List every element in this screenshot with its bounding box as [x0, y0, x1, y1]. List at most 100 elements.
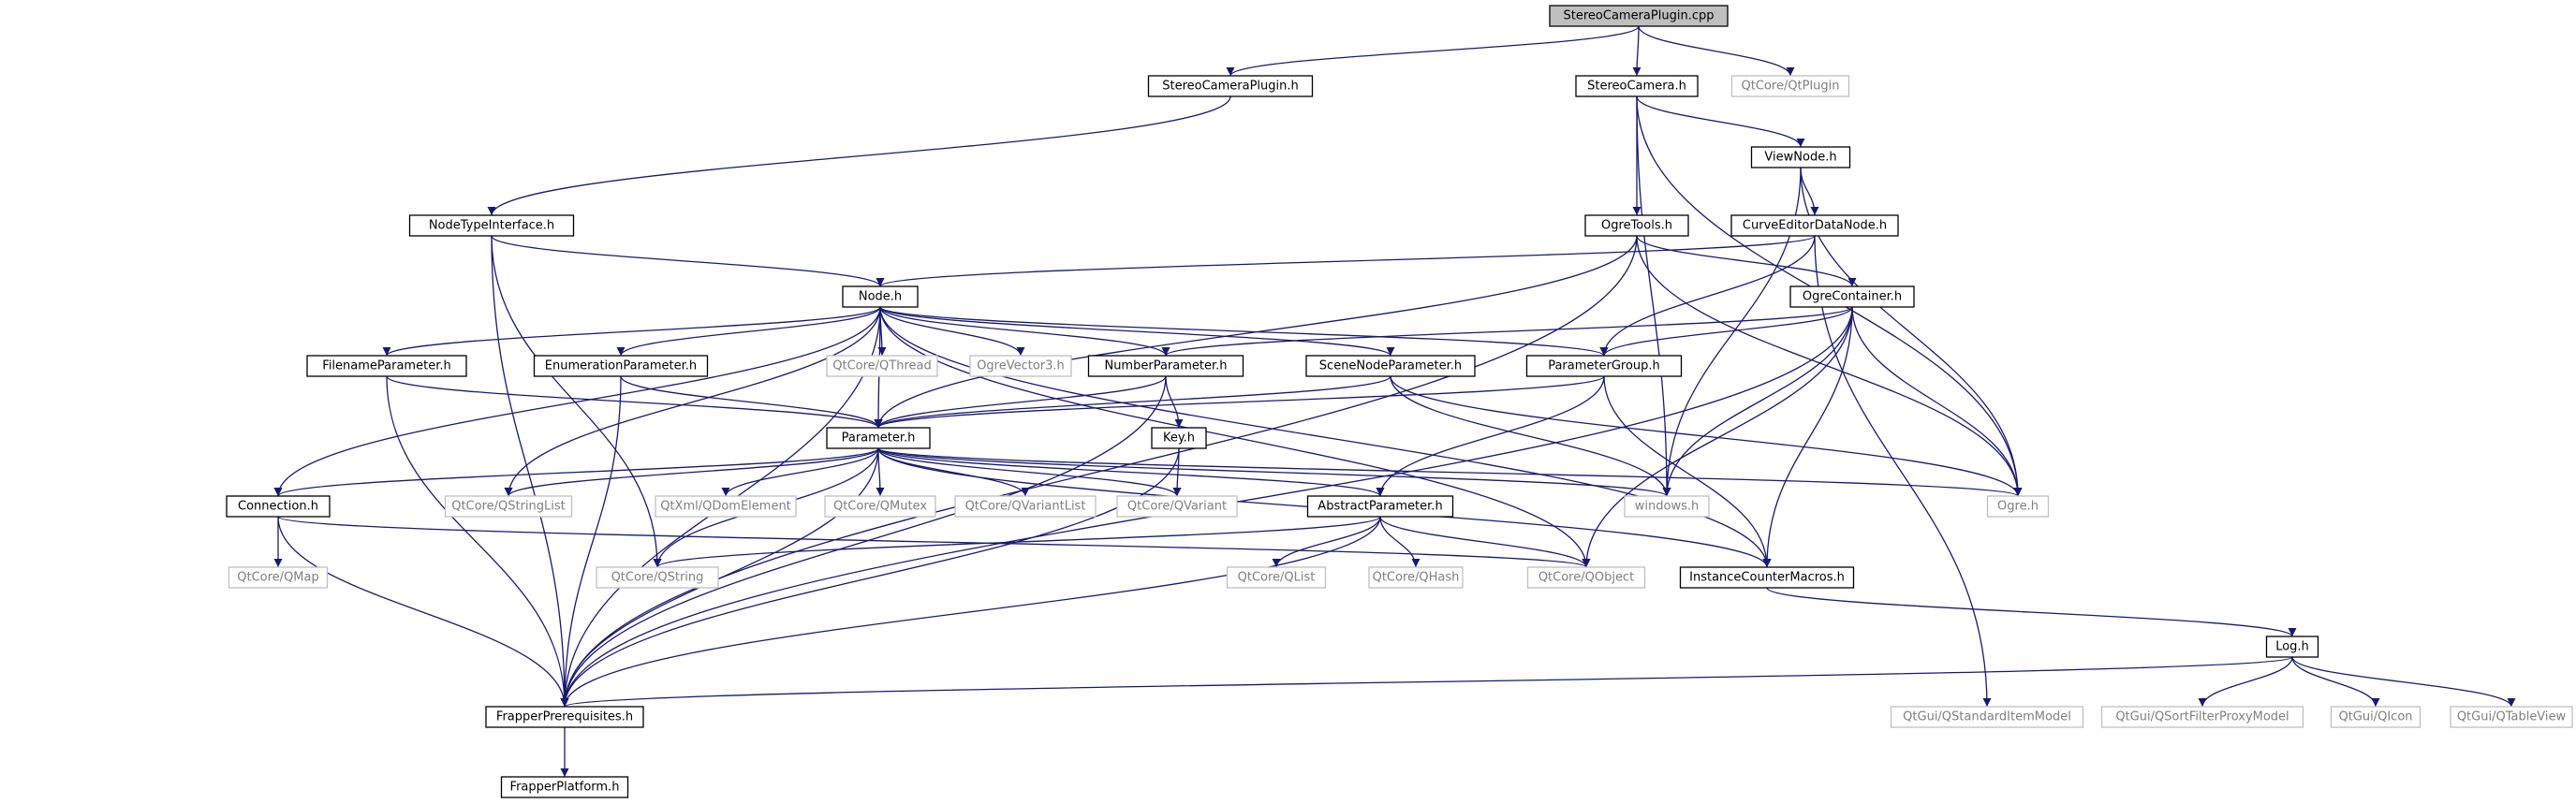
edge-ogrecontainer-to-qobject: [1582, 306, 1853, 568]
node-box: [826, 355, 938, 377]
node-frapperprereq[interactable]: FrapperPrerequisites.h: [485, 706, 644, 728]
node-label: QtCore/QHash: [1373, 571, 1460, 585]
node-paramgroup[interactable]: ParameterGroup.h: [1525, 355, 1683, 377]
edge-enumparam-to-frapperprereq: [560, 375, 622, 708]
node-box: [1986, 495, 2050, 518]
node-qstring[interactable]: QtCore/QString: [596, 566, 719, 589]
edge-root-to-sch: [1632, 25, 1641, 77]
node-enumparam[interactable]: EnumerationParameter.h: [533, 355, 709, 377]
node-filenameparam[interactable]: FilenameParameter.h: [306, 355, 467, 377]
node-label: QtCore/QList: [1238, 571, 1316, 585]
edge-node-to-ogrevector3: [879, 306, 1025, 357]
node-qsfpm[interactable]: QtGui/QSortFilterProxyModel: [2100, 706, 2304, 728]
node-label: QtCore/QVariant: [1127, 500, 1227, 514]
node-label: ParameterGroup.h: [1548, 359, 1660, 373]
node-label: SceneNodeParameter.h: [1319, 359, 1462, 373]
edge-node-to-qstringlist: [504, 306, 881, 497]
edge-node-to-qobject: [879, 306, 1591, 568]
edge-scenenodeparam-to-parameter: [874, 375, 1391, 429]
node-box: [842, 285, 919, 308]
node-qthread[interactable]: QtCore/QThread: [826, 355, 938, 377]
edge-log-to-qsfpm: [2198, 656, 2293, 708]
node-abstractparam[interactable]: AbstractParameter.h: [1306, 495, 1454, 518]
node-label: EnumerationParameter.h: [545, 359, 697, 373]
node-box: [1890, 706, 2084, 728]
edge-root-to-scph: [1226, 25, 1640, 77]
node-scph[interactable]: StereoCameraPlugin.h: [1147, 75, 1314, 97]
node-box: [826, 427, 931, 449]
node-label: Log.h: [2275, 640, 2309, 654]
node-qstringlist[interactable]: QtCore/QStringList: [444, 495, 573, 518]
node-qmutex[interactable]: QtCore/QMutex: [824, 495, 936, 518]
node-label: CurveEditorDataNode.h: [1743, 219, 1887, 233]
node-box: [1305, 355, 1476, 377]
node-box: [1730, 214, 1899, 237]
node-box: [1226, 566, 1327, 589]
nodes-layer: StereoCameraPlugin.cppStereoCameraPlugin…: [226, 5, 2573, 798]
node-connection[interactable]: Connection.h: [226, 495, 331, 518]
node-box: [2265, 636, 2319, 658]
node-log[interactable]: Log.h: [2265, 636, 2319, 658]
node-qmap[interactable]: QtCore/QMap: [228, 566, 329, 589]
node-box: [485, 706, 644, 728]
edge-cedn-to-node: [876, 235, 1816, 287]
node-box: [2330, 706, 2421, 728]
edge-enumparam-to-parameter: [620, 375, 883, 429]
node-ogrecontainer[interactable]: OgreContainer.h: [1789, 285, 1915, 308]
node-icm[interactable]: InstanceCounterMacros.h: [1679, 566, 1855, 589]
node-box: [1750, 146, 1851, 168]
edge-scenenodeparam-to-windows: [1390, 375, 1671, 497]
node-label: FilenameParameter.h: [322, 359, 450, 373]
node-frapperplatform[interactable]: FrapperPlatform.h: [500, 776, 629, 798]
node-label: windows.h: [1635, 500, 1699, 514]
node-box: [824, 495, 936, 518]
node-parameter[interactable]: Parameter.h: [826, 427, 931, 449]
node-qtplugin[interactable]: QtCore/QtPlugin: [1730, 75, 1850, 97]
edge-sch-to-viewnode: [1636, 95, 1805, 148]
node-qhash[interactable]: QtCore/QHash: [1368, 566, 1464, 589]
edge-connection-to-qobject: [277, 516, 1590, 568]
node-numberparam[interactable]: NumberParameter.h: [1087, 355, 1244, 377]
node-box: [500, 776, 629, 798]
node-box: [533, 355, 709, 377]
node-sch[interactable]: StereoCamera.h: [1575, 75, 1699, 97]
node-label: QtCore/QString: [611, 571, 704, 585]
edge-node-to-connection: [273, 306, 881, 497]
edge-parameter-to-abstractparam: [877, 447, 1385, 497]
node-ogretools[interactable]: OgreTools.h: [1584, 214, 1689, 237]
edge-ogretools-to-ogreh: [1636, 235, 2023, 497]
node-box: [1624, 495, 1710, 518]
node-ogreh[interactable]: Ogre.h: [1986, 495, 2050, 518]
node-box: [1575, 75, 1699, 97]
node-box: [1526, 566, 1646, 589]
node-cedn[interactable]: CurveEditorDataNode.h: [1730, 214, 1899, 237]
edge-parameter-to-qdomelement: [721, 447, 879, 497]
edge-paramgroup-to-parameter: [874, 375, 1605, 429]
node-qicon[interactable]: QtGui/QIcon: [2330, 706, 2421, 728]
edge-sch-to-windows: [1636, 95, 1671, 497]
edges-layer: [273, 25, 2516, 777]
node-box: [444, 495, 573, 518]
node-label: Connection.h: [238, 500, 318, 514]
node-root[interactable]: StereoCameraPlugin.cpp: [1549, 5, 1729, 27]
edge-connection-to-frapperprereq: [277, 516, 569, 708]
node-qlist[interactable]: QtCore/QList: [1226, 566, 1327, 589]
node-nti[interactable]: NodeTypeInterface.h: [408, 214, 575, 237]
node-node[interactable]: Node.h: [842, 285, 919, 308]
node-qobject[interactable]: QtCore/QObject: [1526, 566, 1646, 589]
edge-node-to-icm: [879, 306, 1772, 568]
node-label: QtGui/QStandardItemModel: [1903, 710, 2071, 724]
node-keyh[interactable]: Key.h: [1151, 427, 1207, 449]
node-qtableview[interactable]: QtGui/QTableView: [2450, 706, 2573, 728]
edge-ogrecontainer-to-numberparam: [1161, 306, 1853, 357]
edge-parameter-to-ogreh: [877, 447, 2023, 497]
node-qvariantlist[interactable]: QtCore/QVariantList: [954, 495, 1097, 518]
node-qdomelement[interactable]: QtXml/QDomElement: [655, 495, 797, 518]
node-box: [655, 495, 797, 518]
node-qvariant[interactable]: QtCore/QVariant: [1116, 495, 1238, 518]
node-scenenodeparam[interactable]: SceneNodeParameter.h: [1305, 355, 1476, 377]
node-windows[interactable]: windows.h: [1624, 495, 1710, 518]
node-viewnode[interactable]: ViewNode.h: [1750, 146, 1851, 168]
node-ogrevector3[interactable]: OgreVector3.h: [969, 355, 1072, 377]
node-qsim[interactable]: QtGui/QStandardItemModel: [1890, 706, 2084, 728]
